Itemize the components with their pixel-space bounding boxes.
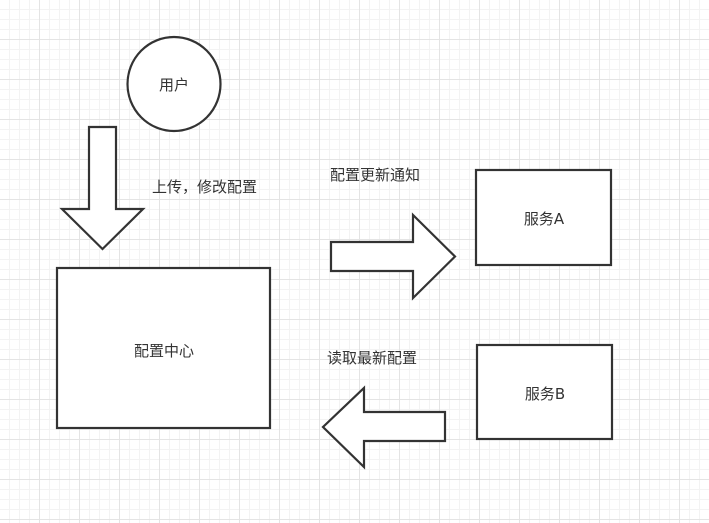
user-label: 用户	[159, 76, 189, 94]
read-arrow[interactable]	[321, 385, 447, 470]
notify-label: 配置更新通知	[330, 166, 420, 184]
read-label: 读取最新配置	[327, 349, 417, 367]
notify-arrow[interactable]	[329, 212, 457, 301]
upload-arrow[interactable]	[59, 125, 146, 251]
upload-label: 上传，修改配置	[152, 178, 257, 196]
service-a-label: 服务A	[524, 210, 565, 228]
user-node[interactable]: 用户	[126, 35, 222, 133]
service-a-node[interactable]: 服务A	[474, 168, 613, 267]
config-center-label: 配置中心	[134, 342, 194, 360]
service-a-box	[474, 168, 613, 267]
service-b-node[interactable]: 服务B	[475, 343, 614, 441]
user-circle	[126, 35, 222, 133]
config-center-node[interactable]: 配置中心	[55, 266, 272, 430]
service-b-box	[475, 343, 614, 441]
service-b-label: 服务B	[525, 385, 565, 403]
config-center-box	[55, 266, 272, 430]
